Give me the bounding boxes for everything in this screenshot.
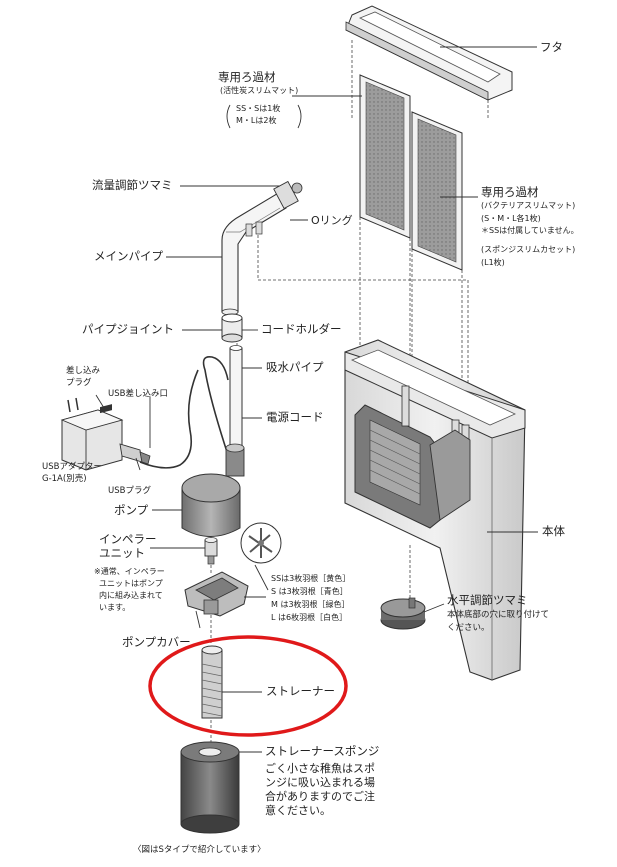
label-o-ring: Oリング <box>311 214 353 227</box>
label-usb-plug: USBプラグ <box>108 486 151 496</box>
filter-mat-left <box>359 74 411 239</box>
impeller-blade-detail <box>240 522 282 564</box>
label-body: 本体 <box>542 524 565 538</box>
label-impeller-2: ユニット <box>99 546 145 560</box>
footer-note: 〈図はSタイプで紹介しています〉 <box>133 845 266 855</box>
label-strainer-sponge: ストレーナースポンジ <box>265 744 380 758</box>
label-filter-main-sub: (活性炭スリムマット) <box>220 86 299 95</box>
label-filter-right-sub2: (S・M・L各1枚) <box>481 214 541 223</box>
label-blade-ss: SSは3枚羽根［黄色］ <box>271 574 351 583</box>
label-impeller-note-1: ※通常、インペラー <box>94 567 165 576</box>
label-pipe-joint: パイプジョイント <box>82 322 174 336</box>
label-sponge-note-3: 合がありますのでご注 <box>265 790 375 803</box>
label-level-knob: 水平調節ツマミ <box>447 593 528 607</box>
pipe-joint <box>221 313 243 343</box>
label-pump: ポンプ <box>114 503 149 517</box>
label-power-cord: 電源コード <box>266 410 324 424</box>
strainer <box>201 645 223 719</box>
label-usb-adapter-1: USBアダプター <box>42 462 102 472</box>
label-filter-main-qty2: M・Lは2枚 <box>236 116 277 125</box>
label-plug-2: プラグ <box>66 378 92 388</box>
label-filter-right-sub3: ＊SSは付属していません。 <box>481 226 579 235</box>
label-lid: フタ <box>540 40 563 54</box>
bracket <box>226 104 302 129</box>
impeller-unit <box>204 537 218 565</box>
label-filter-main: 専用ろ過材 <box>218 70 276 84</box>
label-usb-adapter-2: G-1A(別売) <box>42 474 87 484</box>
label-pump-cover: ポンプカバー <box>122 635 191 649</box>
level-knob <box>380 597 426 630</box>
label-filter-right: 専用ろ過材 <box>481 185 539 199</box>
label-blade-s: S は3枚羽根［青色］ <box>271 587 348 596</box>
strainer-highlight-ring <box>148 635 348 737</box>
label-level-knob-note-1: 本体底部の穴に取り付けて <box>447 610 550 620</box>
label-sponge-note-4: 意ください。 <box>265 804 331 817</box>
label-usb-port: USB差し込み口 <box>108 389 168 399</box>
leader-lines <box>95 46 538 753</box>
label-impeller-note-3: 内に組み込まれて <box>99 591 163 600</box>
main-pipe <box>221 180 303 316</box>
filter-mat-right <box>411 111 463 271</box>
label-impeller-note-2: ユニットはポンプ <box>99 579 163 588</box>
label-impeller-1: インペラー <box>99 532 157 546</box>
label-filter-main-qty1: SS・Sは1枚 <box>236 104 281 113</box>
label-cord-holder: コードホルダー <box>261 322 342 336</box>
pump-cover <box>184 571 249 617</box>
label-filter-right-sub5: (L1枚) <box>481 258 505 267</box>
label-sponge-note-1: ごく小さな稚魚はスポ <box>265 762 375 775</box>
pump <box>181 443 245 537</box>
main-body <box>344 339 526 681</box>
label-strainer: ストレーナー <box>266 684 335 698</box>
label-impeller-note-4: います。 <box>99 603 131 612</box>
lid <box>345 5 513 101</box>
usb-plug <box>119 443 151 465</box>
label-blade-l: L は6枚羽根［白色］ <box>271 613 348 622</box>
label-main-pipe: メインパイプ <box>94 249 163 263</box>
label-sponge-note-2: ンジに吸い込まれる場 <box>265 776 375 789</box>
usb-adapter <box>60 397 124 471</box>
power-cord <box>139 355 229 469</box>
label-plug-1: 差し込み <box>66 366 101 376</box>
label-level-knob-note-2: ください。 <box>447 623 490 633</box>
label-blade-m: M は3枚羽根［緑色］ <box>271 600 350 609</box>
label-flow-knob: 流量調節ツマミ <box>92 178 173 192</box>
strainer-sponge <box>180 741 240 834</box>
intake-pipe <box>229 345 243 449</box>
label-intake-pipe: 吸水パイプ <box>266 360 324 374</box>
label-filter-right-sub1: (バクテリアスリムマット) <box>481 201 576 210</box>
label-filter-right-sub4: (スポンジスリムカセット) <box>481 245 576 254</box>
